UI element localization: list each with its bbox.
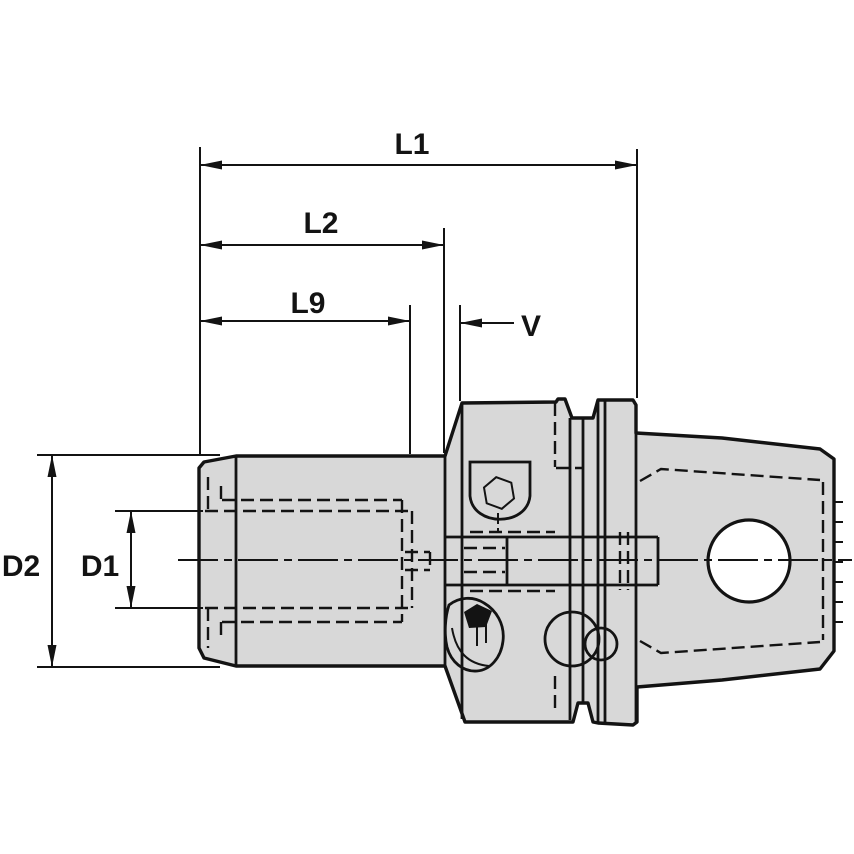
label-l2: L2	[303, 207, 338, 240]
arrowhead	[388, 316, 410, 326]
dimension-l2: L2	[200, 207, 444, 250]
drive-slot	[543, 610, 619, 668]
arrowhead	[200, 240, 222, 250]
dimension-l1: L1	[200, 128, 637, 170]
arrowhead	[200, 316, 222, 326]
dimension-v: V	[460, 310, 541, 343]
tool-body	[197, 397, 836, 727]
extension-lines	[37, 147, 638, 668]
arrowhead	[200, 160, 222, 170]
dimension-l9: L9	[200, 287, 410, 326]
label-v: V	[521, 310, 541, 343]
dimension-d1: D1	[81, 511, 136, 608]
dimension-d2: D2	[2, 455, 57, 667]
drive-slot-small-circle	[583, 626, 619, 662]
label-d1: D1	[81, 550, 119, 583]
clamp-screw-pocket	[468, 460, 532, 531]
label-l9: L9	[290, 287, 325, 320]
arrowhead	[460, 318, 482, 328]
arrowhead	[126, 586, 136, 608]
arrowhead	[615, 160, 637, 170]
tool-body-outline	[197, 397, 836, 727]
balance-slot-outline	[443, 596, 505, 673]
label-l1: L1	[394, 128, 429, 161]
label-d2: D2	[2, 550, 40, 583]
hex-socket-icon	[482, 476, 516, 510]
balance-slot-inner-arc	[451, 627, 490, 667]
taper-end-ticks	[835, 501, 843, 623]
drive-slot-large-circle	[543, 610, 601, 668]
pocket-outline	[468, 460, 532, 521]
arrowhead	[422, 240, 444, 250]
balance-slot	[443, 596, 505, 673]
dimensions: L1 L2 L9 V D2	[2, 128, 638, 668]
hidden-lines	[205, 403, 825, 712]
arrowhead	[47, 455, 57, 477]
arrowhead	[126, 511, 136, 533]
arrowhead	[47, 645, 57, 667]
